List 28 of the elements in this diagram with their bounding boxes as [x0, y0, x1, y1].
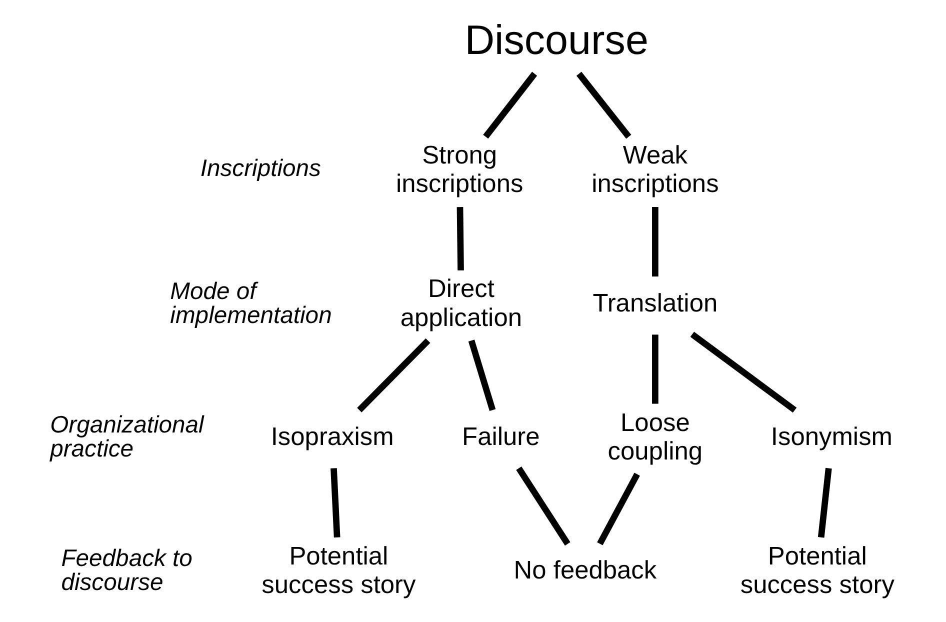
connector: [690, 332, 796, 413]
node-text: Loose coupling: [607, 408, 702, 466]
node-text: Direct application: [400, 275, 522, 332]
connector: [456, 207, 464, 270]
connector: [468, 340, 496, 412]
node-text: Strong inscriptions: [395, 142, 523, 198]
connector: [356, 338, 430, 412]
node-text: No feedback: [513, 556, 656, 585]
node-text: Discourse: [464, 16, 648, 63]
node-text: Potential success story: [261, 542, 416, 599]
connector: [330, 468, 340, 538]
label: Mode of implementation: [170, 278, 332, 329]
connector: [652, 334, 658, 404]
node-text: Failure: [462, 423, 540, 452]
node-text: Weak inscriptions: [591, 142, 718, 198]
node-text: Translation: [592, 289, 718, 318]
node-text: Isopraxism: [270, 423, 394, 452]
connector: [576, 72, 631, 139]
label: Feedback to discourse: [60, 545, 192, 596]
node-text: Isonymism: [770, 423, 892, 452]
label: Inscriptions: [200, 154, 320, 182]
connector: [482, 72, 537, 139]
connector: [516, 466, 570, 546]
connector: [817, 468, 832, 538]
label: Organizational practice: [50, 412, 204, 463]
connector: [652, 207, 658, 277]
connector: [596, 472, 640, 546]
node-text: Potential success story: [740, 542, 894, 599]
